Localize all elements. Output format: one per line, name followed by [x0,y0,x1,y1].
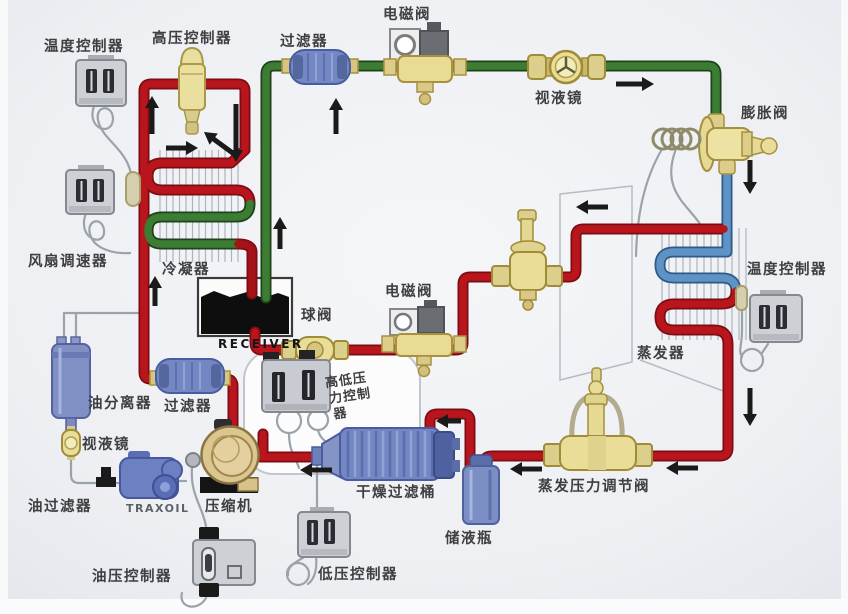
label-sight-glass-top: 视液镜 [535,89,583,107]
label-filter-discharge: 过滤器 [164,397,212,415]
label-liquid-receiver-bottle: 储液瓶 [445,529,493,547]
arrow-down-expansion-out [743,160,757,194]
label-sight-glass-oil: 视液镜 [82,435,130,453]
label-drying-filter: 干燥过滤桶 [356,483,436,501]
drying-filter-device [311,427,460,481]
oil-pressure-controller-device [192,527,256,597]
service-valve-device [491,209,563,311]
arrow-up-receiver-out [273,217,287,249]
arrow-down-evaporator-out [743,388,757,426]
evap-pressure-regulator-device [543,367,653,471]
label-temp-controller-1: 温度控制器 [44,37,124,55]
label-expansion-valve: 膨胀阀 [741,104,789,122]
svg-text:力控制: 力控制 [328,385,372,407]
arrow-right-window [166,141,198,155]
label-compressor: 压缩机 [205,497,253,515]
label-filter-top: 过滤器 [280,32,328,50]
label-evap-pressure-regulator: 蒸发压力调节阀 [538,477,650,495]
flow-arrows [145,77,757,477]
svg-text:高低压: 高低压 [324,370,368,392]
label-traxoil: TRAXOIL [126,502,190,515]
traxoil-device [119,451,183,500]
temp-controller-2-device [749,290,803,343]
label-solenoid-valve-top: 电磁阀 [383,5,431,23]
svg-text:器: 器 [332,406,349,423]
label-low-pressure-controller: 低压控制器 [317,565,398,583]
low-pressure-controller-device [297,507,351,558]
hp-lp-controller-device [261,350,331,413]
oil-sight-glass-device [61,426,81,460]
evap-temp-sensor-bulb [735,285,748,311]
arrow-diagonal-condenser [204,132,236,156]
label-oil-filter: 油过滤器 [28,497,92,515]
evaporator-enclosure [559,185,727,393]
page-margin-bottom [0,599,848,614]
label-fan-speed-controller: 风扇调速器 [28,252,108,270]
filter-top-device [281,49,359,85]
arrow-down-window [229,104,243,162]
arrow-left-epr-left [510,462,542,476]
label-temp-controller-2: 温度控制器 [747,260,827,278]
sensing-bulb-coil [651,127,702,151]
arrow-up-liquid-main [329,98,343,134]
label-ball-valve: 球阀 [301,306,333,324]
label-hp-lp-controller: 高低压 力控制 器 [324,370,372,423]
oil-separator-device [51,336,91,431]
receiver-tank [196,276,294,338]
label-receiver: RECEIVER [218,337,304,351]
solenoid-valve-mid-device [381,300,467,378]
temp-sensor-bulb [125,171,141,207]
labels: 温度控制器 高压控制器 过滤器 电磁阀 视液镜 膨胀阀 风扇调速器 冷凝器 RE… [28,5,827,585]
label-evaporator: 蒸发器 [637,344,685,362]
arrow-left-bypass [576,200,608,214]
label-solenoid-valve-mid: 电磁阀 [385,282,433,300]
page-margin-right [841,0,848,614]
high-pressure-controller-device [178,46,206,135]
label-high-pressure-controller: 高压控制器 [152,29,232,47]
arrow-left-accumulator [436,414,461,428]
arrow-up-riser-bottom [148,276,162,306]
page-margin-left [0,0,8,614]
arrow-right-liquid-main [616,77,654,91]
sight-glass-top-device [527,49,606,85]
expansion-valve-device [698,113,778,175]
label-oil-separator: 油分离器 [88,394,152,412]
label-oil-pressure-controller: 油压控制器 [92,567,172,585]
fan-speed-controller-device [65,165,115,215]
solenoid-valve-top-device [383,22,467,106]
temp-controller-1-device [75,55,127,107]
arrow-up-riser-top [145,96,159,134]
arrow-left-epr-right [666,461,698,475]
oil-filter-device [96,467,116,487]
arrow-left-suction [300,463,332,477]
discharge-filter-device [149,358,231,394]
compressor-device [185,419,260,493]
liquid-receiver-bottle-device [462,454,500,525]
label-condenser: 冷凝器 [162,260,210,278]
